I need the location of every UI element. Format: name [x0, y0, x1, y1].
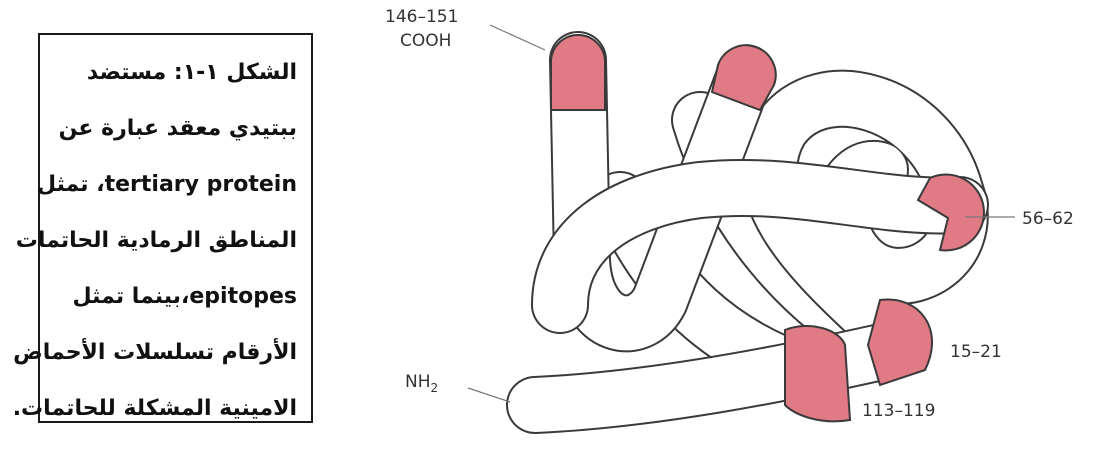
epitope-15-21 [868, 300, 932, 385]
epitope-113-119 [785, 326, 850, 421]
label-56-62: 56–62 [1022, 209, 1074, 229]
leader-line-nh2 [468, 388, 510, 402]
label-113-119: 113–119 [862, 401, 935, 421]
label-nh2: NH2 [405, 372, 438, 395]
epitope-146-151 [551, 35, 605, 110]
label-146-151: 146–151 [385, 7, 458, 27]
leader-line-cooh [490, 25, 545, 50]
label-cooh: COOH [400, 31, 451, 51]
label-15-21: 15–21 [950, 342, 1002, 362]
